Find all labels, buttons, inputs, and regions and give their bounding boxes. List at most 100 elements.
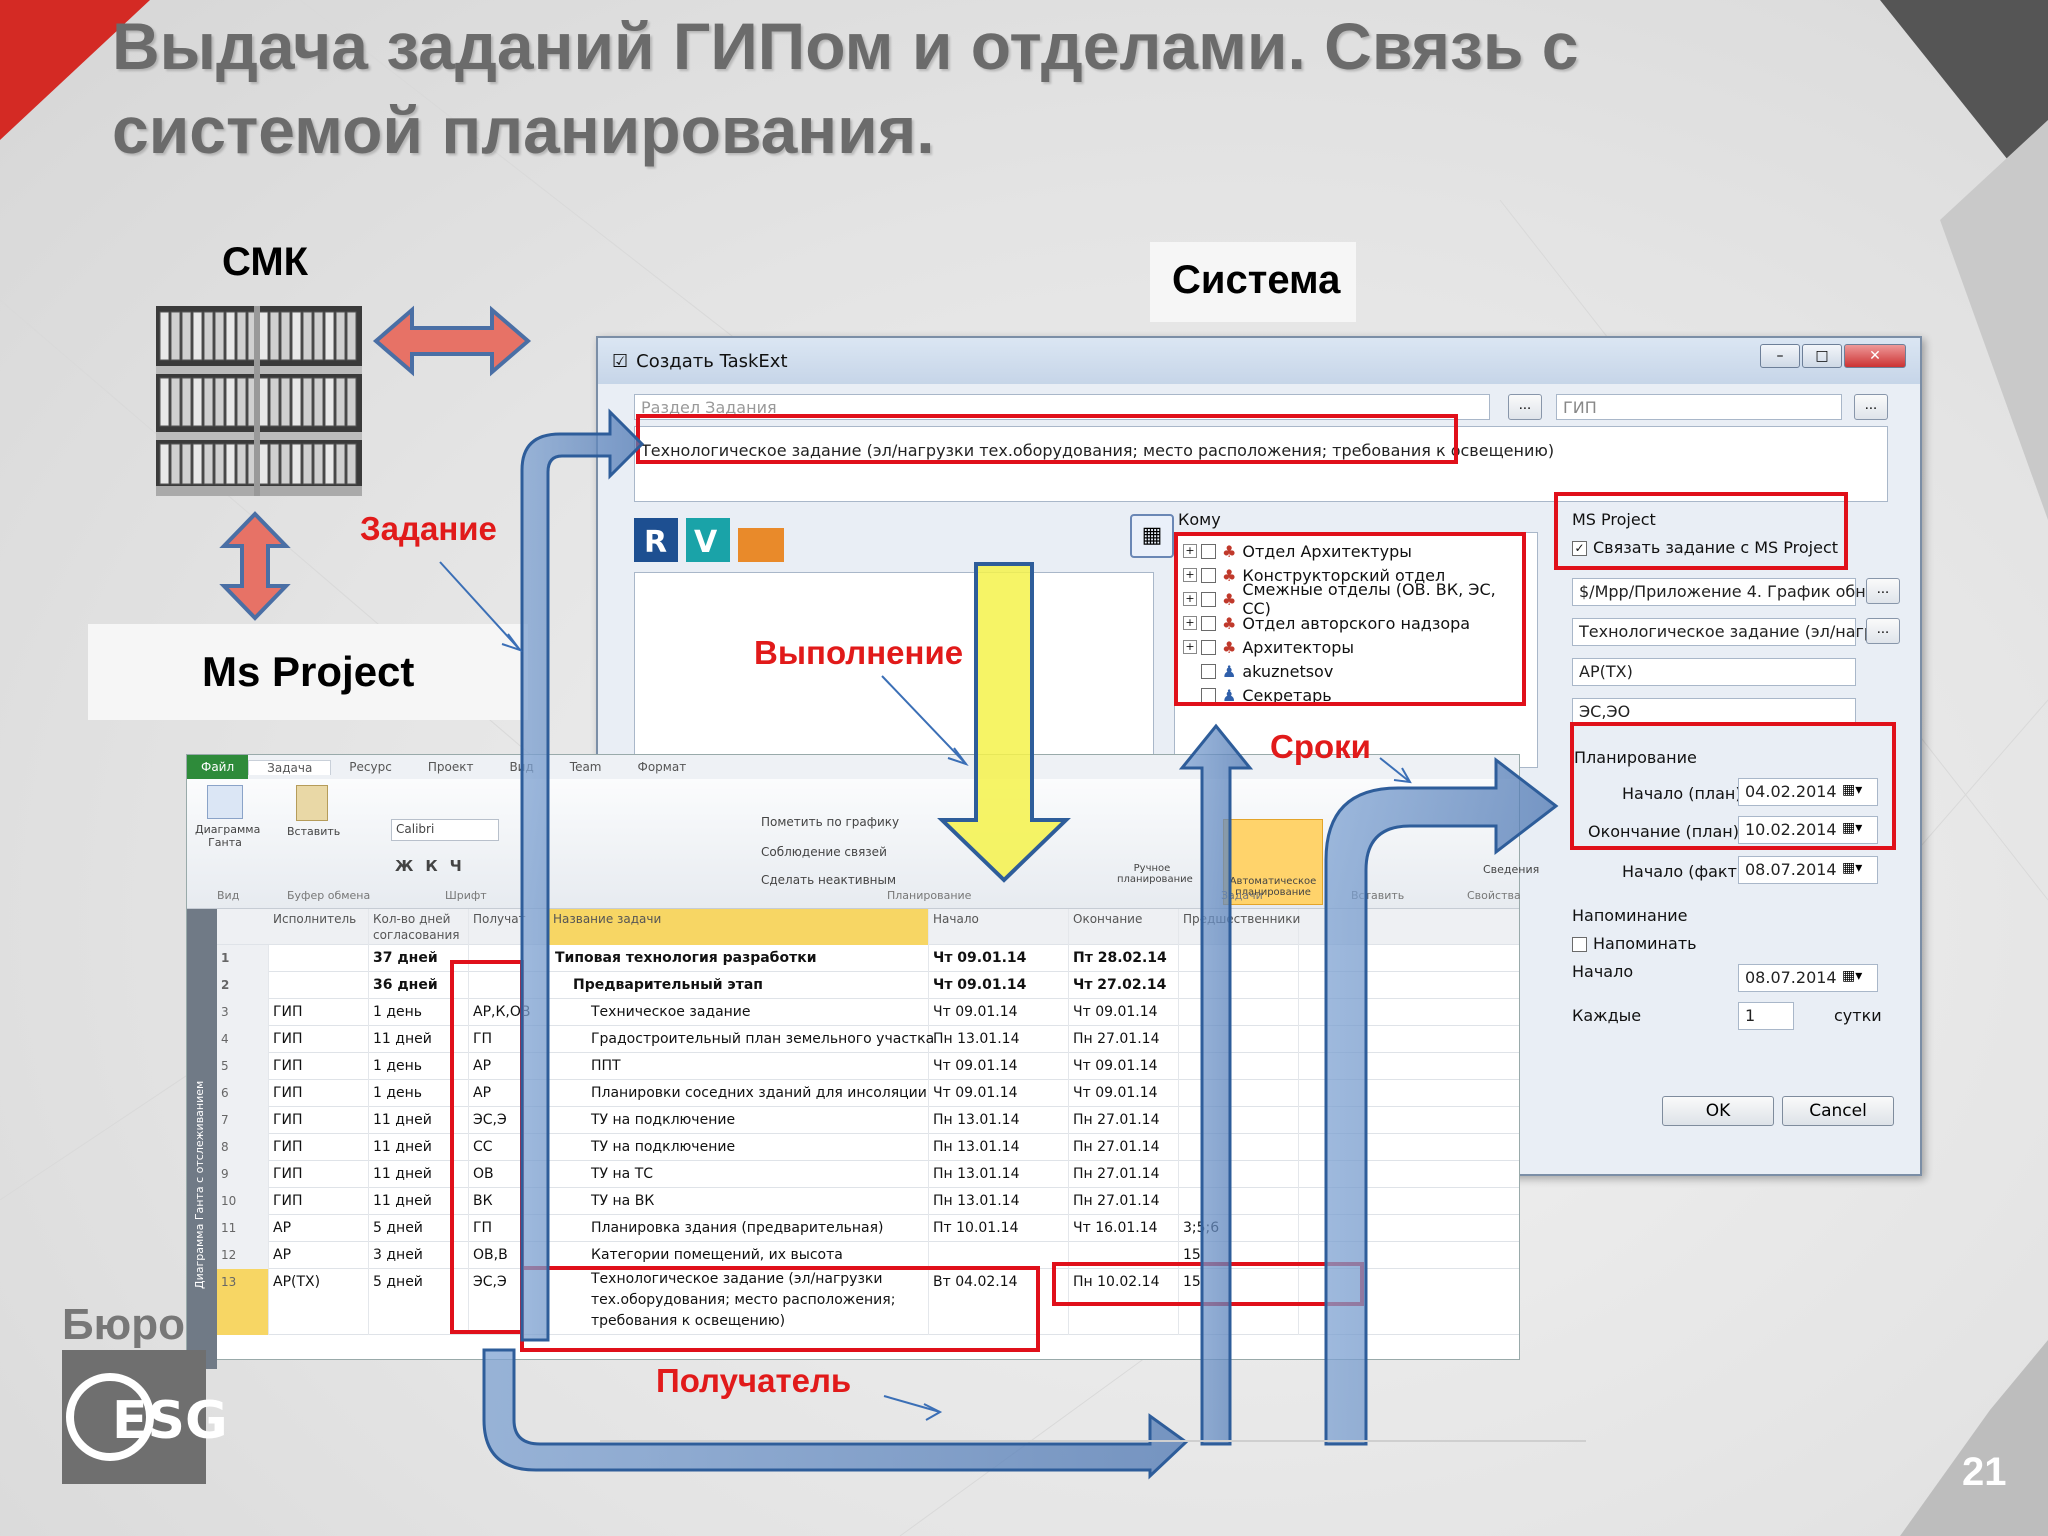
ribbon-tab[interactable]: Задача	[248, 759, 332, 775]
grid-view-icon[interactable]: ▦	[1130, 514, 1174, 558]
remind-checkbox[interactable]: Напоминать	[1572, 934, 1697, 953]
recipient-checkbox[interactable]	[1201, 615, 1216, 631]
recipient-item[interactable]: ♟Секретарь	[1183, 683, 1529, 707]
table-cell: Чт 09.01.14	[929, 972, 1069, 999]
column-header[interactable]: Исполнитель	[269, 909, 369, 945]
table-cell	[1179, 999, 1299, 1026]
dialog-titlebar: ☑ Создать TaskExt	[598, 338, 1920, 384]
manual-schedule-button[interactable]: Ручное планирование	[1117, 863, 1193, 885]
paste-button[interactable]: Вставить	[287, 785, 340, 838]
reminder-start-field[interactable]: 08.07.2014	[1738, 964, 1878, 992]
calendar-icon[interactable]: ▦▾	[1842, 782, 1863, 798]
expand-icon[interactable]: +	[1183, 592, 1197, 606]
msproject-field[interactable]: АР(ТХ)	[1572, 658, 1856, 686]
mark-on-track-button[interactable]: Пометить по графику	[761, 815, 900, 829]
info-button[interactable]: Сведения	[1483, 863, 1540, 876]
gantt-chart-button[interactable]: Диаграмма Ганта	[195, 785, 260, 849]
plan-end-field[interactable]: 10.02.2014	[1738, 816, 1878, 844]
inactivate-button[interactable]: Сделать неактивным	[761, 873, 897, 887]
recipient-label: Конструкторский отдел	[1242, 565, 1446, 585]
ribbon-tab[interactable]: Ресурс	[349, 760, 392, 774]
ribbon-tab[interactable]: Формат	[637, 760, 687, 774]
table-cell: 11	[217, 1215, 269, 1242]
table-cell: ТУ на подключение	[549, 1134, 929, 1161]
recipient-item[interactable]: +♣Отдел авторского надзора	[1183, 611, 1529, 635]
section-browse-button[interactable]: ...	[1508, 394, 1542, 420]
smk-label: СМК	[222, 240, 309, 284]
recipient-item[interactable]: +♣Конструкторский отдел	[1183, 563, 1529, 587]
ribbon-tab[interactable]: Проект	[427, 760, 474, 774]
slide-title: Выдача заданий ГИПом и отделами. Связь с…	[112, 9, 1579, 167]
recipient-checkbox[interactable]	[1201, 663, 1216, 679]
auto-schedule-button[interactable]: Автоматическое планирование	[1223, 819, 1323, 905]
table-cell: Пн 13.01.14	[929, 1026, 1069, 1053]
table-cell	[1179, 1107, 1299, 1134]
plan-start-field[interactable]: 04.02.2014	[1738, 778, 1878, 806]
recipient-checkbox[interactable]	[1200, 591, 1216, 607]
grey-corner-shape	[1940, 120, 2048, 520]
svg-text:ESG: ESG	[112, 1391, 228, 1451]
recipient-item[interactable]: +♣Отдел Архитектуры	[1183, 539, 1529, 563]
ribbon-tab[interactable]: Team	[569, 760, 602, 774]
fact-start-label: Начало (факт)	[1622, 862, 1744, 881]
expand-icon[interactable]: +	[1183, 544, 1197, 558]
recipient-item[interactable]: +♣Смежные отделы (ОВ. ВК, ЭС, СС)	[1183, 580, 1529, 618]
recipient-checkbox[interactable]	[1201, 567, 1216, 583]
msproject-field[interactable]: $/Mpp/Приложение 4. График обн	[1572, 578, 1866, 606]
table-cell: 5	[217, 1053, 269, 1080]
task-browse-button[interactable]: ...	[1866, 618, 1900, 644]
column-header[interactable]: Кол-во дней согласования	[369, 909, 469, 945]
close-button[interactable]: ✕	[1844, 344, 1906, 368]
cancel-button[interactable]: Cancel	[1782, 1096, 1894, 1126]
calendar-icon[interactable]: ▦▾	[1842, 968, 1863, 984]
minimize-button[interactable]: –	[1760, 344, 1800, 368]
gip-browse-button[interactable]: ...	[1854, 394, 1888, 420]
recipient-label: Отдел Архитектуры	[1242, 541, 1412, 561]
task-description-field[interactable]: Технологическое задание (эл/нагрузки тех…	[634, 426, 1888, 502]
every-field[interactable]: 1	[1738, 1002, 1794, 1030]
calendar-icon[interactable]: ▦▾	[1842, 820, 1863, 836]
expand-icon[interactable]: +	[1183, 568, 1197, 582]
ribbon-tab[interactable]: Файл	[187, 755, 249, 779]
column-header[interactable]: Окончание	[1069, 909, 1179, 945]
calendar-icon[interactable]: ▦▾	[1842, 860, 1863, 876]
column-header[interactable]: Начало	[929, 909, 1069, 945]
font-style-buttons[interactable]: ЖКЧ	[395, 857, 474, 875]
column-header[interactable]: Название задачи	[549, 909, 929, 945]
ok-button[interactable]: OK	[1662, 1096, 1774, 1126]
maximize-button[interactable]: □	[1802, 344, 1842, 368]
table-cell: 3 дней	[369, 1242, 469, 1269]
table-cell: ГИП	[269, 1080, 369, 1107]
expand-icon[interactable]: +	[1183, 616, 1197, 630]
recipient-checkbox[interactable]	[1201, 543, 1216, 559]
msproject-field[interactable]: Технологическое задание (эл/нагр	[1572, 618, 1874, 646]
recipient-item[interactable]: ♟akuznetsov	[1183, 659, 1529, 683]
font-name-field[interactable]: Calibri	[391, 819, 499, 841]
link-msproject-checkbox[interactable]: ✓Связать задание с MS Project	[1572, 538, 1838, 557]
gip-field[interactable]: ГИП	[1556, 394, 1842, 420]
mpp-browse-button[interactable]: ...	[1866, 578, 1900, 604]
respect-links-button[interactable]: Соблюдение связей	[761, 845, 887, 859]
esg-logo: ESG	[62, 1350, 228, 1484]
recipient-checkbox[interactable]	[1201, 639, 1216, 655]
fact-start-field[interactable]: 08.07.2014	[1738, 856, 1878, 884]
execution-arrow	[937, 562, 1071, 883]
recipients-tree[interactable]: +♣Отдел Архитектуры+♣Конструкторский отд…	[1174, 532, 1538, 768]
table-cell: 37 дней	[369, 945, 469, 972]
recipient-item[interactable]: +♣Архитекторы	[1183, 635, 1529, 659]
expand-icon[interactable]: +	[1183, 640, 1197, 654]
group-icon: ♣	[1222, 613, 1237, 633]
